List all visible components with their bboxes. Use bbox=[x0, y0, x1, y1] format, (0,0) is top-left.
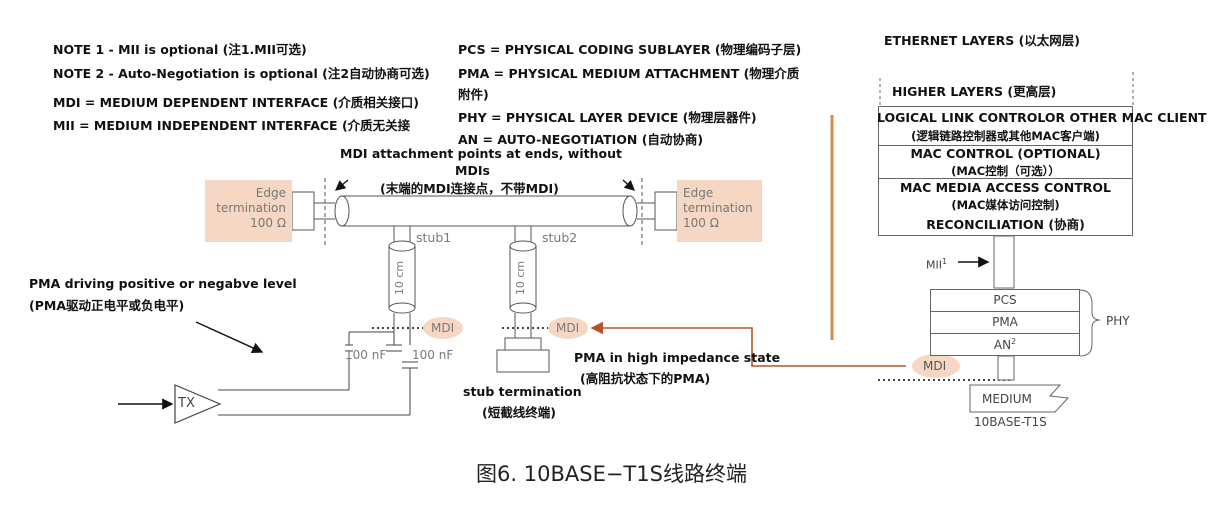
mdi1-label: MDI bbox=[431, 321, 455, 335]
tx-label: TX bbox=[178, 396, 195, 411]
llc-layer-line2: (逻辑链路控制器或其他MAC客户端) bbox=[911, 129, 1100, 143]
cap1-label: 100 nF bbox=[345, 348, 387, 362]
reconciliation-connector bbox=[958, 235, 1015, 289]
pcs-definition: PCS = PHYSICAL CODING SUBLAYER (物理编码子层) bbox=[458, 42, 802, 57]
pma-definition-line2: 附件) bbox=[458, 87, 489, 102]
mdi-point-arrow-left bbox=[335, 179, 349, 191]
pcs-label: PCS bbox=[993, 293, 1017, 307]
an-definition: AN = AUTO-NEGOTIATION (自动协商) bbox=[458, 132, 704, 147]
pma-drive-label-line2: (PMA驱动正电平或负电平) bbox=[29, 298, 185, 313]
mii-label-sup: 1 bbox=[941, 257, 948, 266]
pma-drive-arrow bbox=[195, 321, 264, 354]
stub1-label: stub1 bbox=[416, 230, 452, 245]
an-layer: AN2 bbox=[930, 333, 1080, 356]
cap2-label: 100 nF bbox=[412, 348, 454, 362]
mdi-point-arrow-right bbox=[622, 179, 635, 191]
pma-drive-label-line1: PMA driving positive or negabve level bbox=[29, 276, 297, 291]
main-cable bbox=[334, 195, 638, 227]
high-impedance-label-line1: PMA in high impedance state bbox=[574, 350, 781, 365]
high-impedance-arrow bbox=[590, 321, 906, 367]
pma-layer: PMA bbox=[930, 311, 1080, 334]
mdi2-label: MDI bbox=[556, 321, 580, 335]
stub2-label: stub2 bbox=[542, 230, 578, 245]
edge-left-line3: 100 Ω bbox=[250, 216, 286, 230]
mdi-points-label-line2: MDIs bbox=[455, 163, 490, 178]
phy-mdi-highlight bbox=[912, 354, 960, 378]
edge-right-line3: 100 Ω bbox=[683, 216, 719, 230]
edge-left-line1: Edge bbox=[255, 186, 286, 200]
stub-termination-block bbox=[496, 328, 550, 373]
mac-layer-line1: MAC MEDIA ACCESS CONTROL bbox=[899, 180, 1112, 195]
phy-brace bbox=[1079, 289, 1101, 357]
phy-definition: PHY = PHYSICAL LAYER DEVICE (物理层器件) bbox=[458, 110, 757, 125]
stub1-cable bbox=[388, 226, 416, 328]
pma-label: PMA bbox=[992, 315, 1018, 329]
phy-brace-label: PHY bbox=[1106, 314, 1130, 328]
high-impedance-label-line2: (高阻抗状态下的PMA) bbox=[580, 371, 711, 386]
stub2-cable bbox=[509, 226, 537, 328]
edge-termination-left: Edge termination 100 Ω bbox=[205, 180, 292, 242]
mii-label: MII1 bbox=[926, 254, 947, 274]
higher-layers-label: HIGHER LAYERS (更高层) bbox=[892, 84, 1057, 99]
stub1-length: 10 cm bbox=[393, 260, 407, 296]
note-2: NOTE 2 - Auto-Negotiation is optional (注… bbox=[53, 66, 430, 81]
pcs-layer: PCS bbox=[930, 289, 1080, 312]
edge-right-line2: termination bbox=[683, 201, 753, 215]
mac-control-line1: MAC CONTROL (OPTIONAL) bbox=[910, 146, 1101, 161]
standard-label: 10BASE-T1S bbox=[974, 415, 1047, 429]
mdi-definition: MDI = MEDIUM DEPENDENT INTERFACE (介质相关接口… bbox=[53, 95, 419, 110]
reconciliation-layer: RECONCILIATION (协商) bbox=[878, 213, 1133, 236]
stub-termination-label-line1: stub termination bbox=[463, 384, 582, 399]
mii-label-text: MII bbox=[926, 258, 942, 272]
stub-termination-label-line2: (短截线终端) bbox=[482, 405, 556, 420]
medium-label: MEDIUM bbox=[982, 392, 1032, 406]
mdi1-highlight bbox=[423, 317, 463, 339]
an-label-text: AN bbox=[993, 338, 1012, 352]
mdi-points-label-line3: (末端的MDI连接点，不带MDI) bbox=[380, 181, 559, 196]
mii-definition: MII = MEDIUM INDEPENDENT INTERFACE (介质无关… bbox=[53, 118, 411, 133]
medium-block bbox=[969, 384, 1070, 413]
ethernet-layers-title: ETHERNET LAYERS (以太网层) bbox=[884, 33, 1081, 48]
figure-caption: 图6. 10BASE−T1S线路终端 bbox=[476, 462, 747, 486]
edge-right-line1: Edge bbox=[683, 186, 714, 200]
reconciliation-label: RECONCILIATION (协商) bbox=[926, 217, 1085, 232]
mdi2-highlight bbox=[548, 317, 588, 339]
edge-termination-right: Edge termination 100 Ω bbox=[677, 180, 762, 242]
llc-layer-line1: LOGICAL LINK CONTROLOR OTHER MAC CLIENT bbox=[877, 110, 1207, 125]
an-label: AN2 bbox=[931, 337, 1079, 352]
mac-control-line2: (MAC控制（可选）） bbox=[951, 164, 1060, 178]
capacitor-network bbox=[218, 328, 418, 416]
left-connector bbox=[291, 178, 335, 245]
phy-mdi-label: MDI bbox=[923, 359, 947, 373]
pma-definition-line1: PMA = PHYSICAL MEDIUM ATTACHMENT (物理介质 bbox=[458, 66, 800, 81]
tx-buffer bbox=[118, 384, 222, 424]
right-connector bbox=[637, 178, 678, 245]
an-medium-connector bbox=[997, 355, 1015, 381]
stub2-length: 10 cm bbox=[514, 260, 528, 296]
mac-control-layer: MAC CONTROL (OPTIONAL) (MAC控制（可选）） bbox=[878, 145, 1133, 179]
note-1: NOTE 1 - MII is optional (注1.MII可选) bbox=[53, 42, 307, 57]
mac-layer: MAC MEDIA ACCESS CONTROL (MAC媒体访问控制) bbox=[878, 178, 1133, 214]
mdi-points-label-line1: MDI attachment points at ends, without bbox=[340, 146, 622, 161]
an-label-sup: 2 bbox=[1011, 337, 1017, 346]
llc-layer: LOGICAL LINK CONTROLOR OTHER MAC CLIENT … bbox=[877, 106, 1207, 146]
edge-left-line2: termination bbox=[216, 201, 286, 215]
mac-layer-line2: (MAC媒体访问控制) bbox=[951, 198, 1060, 212]
